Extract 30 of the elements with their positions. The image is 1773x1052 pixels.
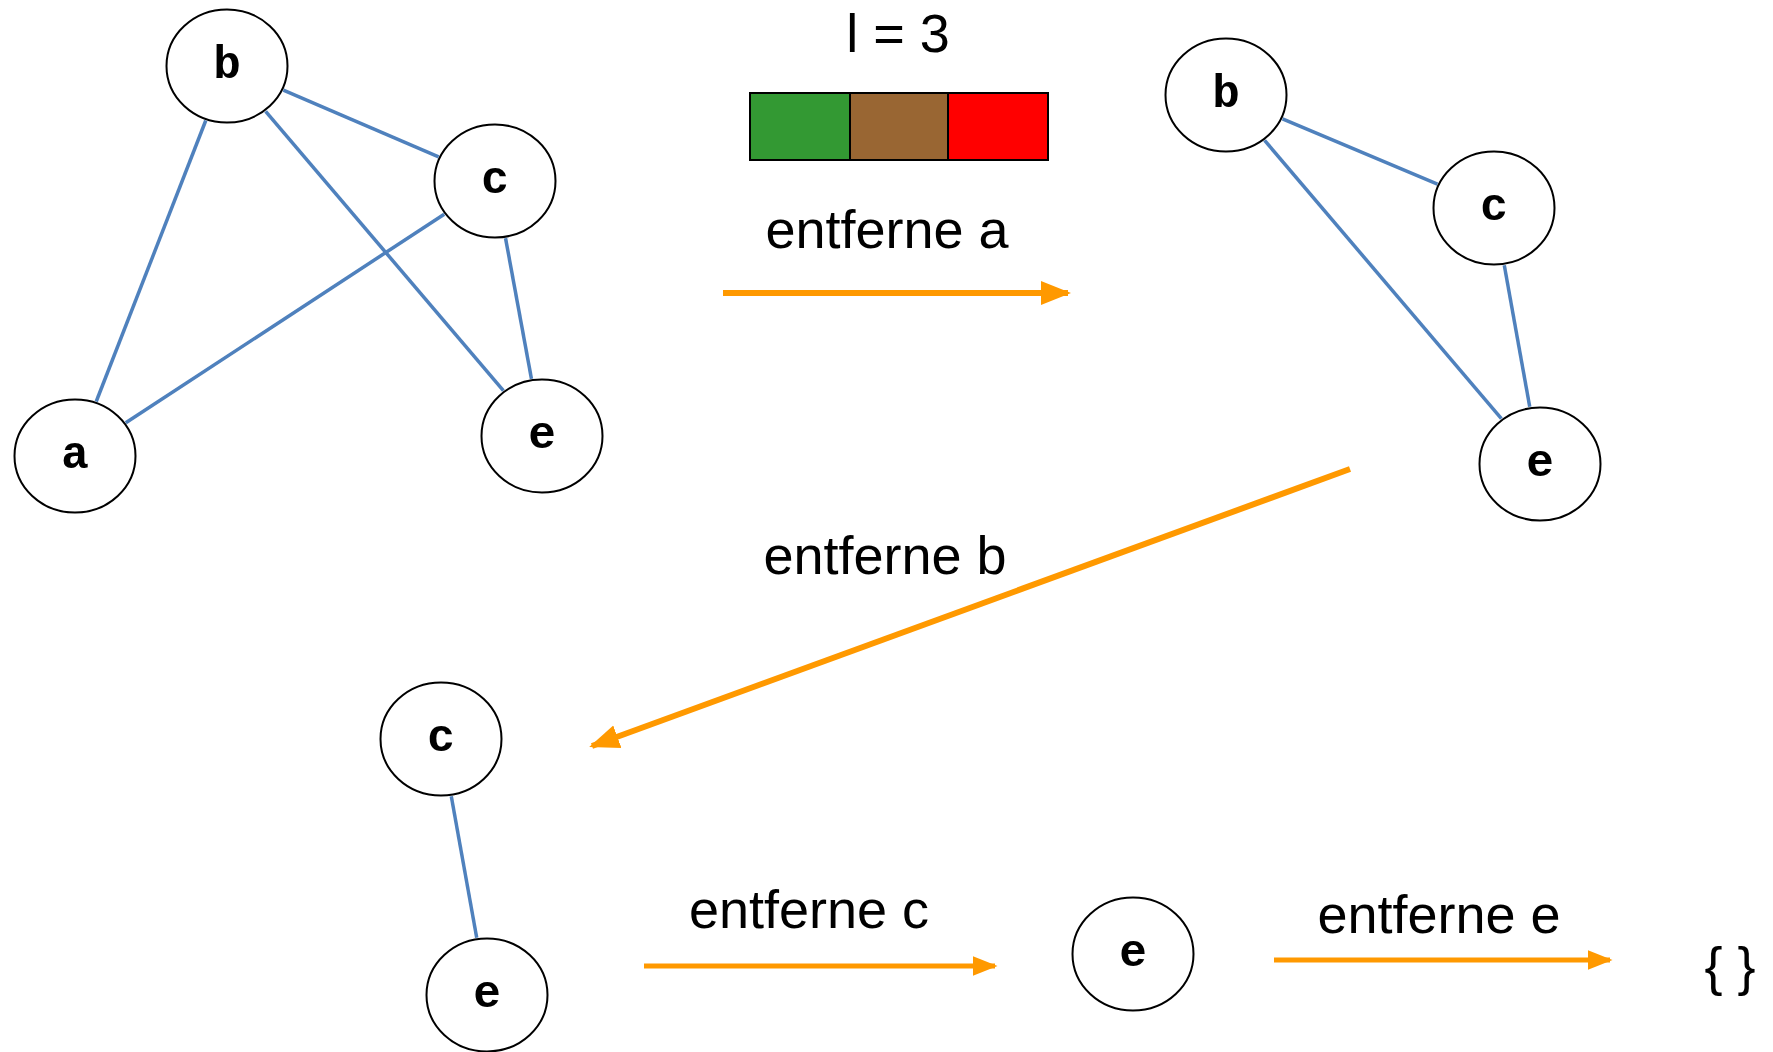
node-label: c: [427, 713, 455, 765]
connector-line: [124, 212, 446, 425]
connector-line: [1263, 139, 1503, 420]
node-circle: [1478, 406, 1602, 522]
node-circle: [13, 398, 137, 514]
node-circle: [379, 681, 503, 797]
connector-line: [282, 88, 440, 159]
connector-line: [449, 795, 479, 939]
node-label: e: [1119, 928, 1147, 980]
node-label: e: [473, 969, 501, 1021]
node-label: b: [213, 40, 241, 92]
arrow: [1274, 950, 1613, 970]
arrow: [644, 956, 998, 976]
node-label: a: [61, 430, 89, 482]
node-label: c: [1480, 182, 1508, 234]
node-circle: [1164, 37, 1288, 153]
connector-line: [1281, 117, 1439, 186]
node-circle: [480, 378, 604, 494]
node-circle: [1071, 896, 1195, 1012]
node-circle: [165, 8, 289, 124]
connector-line: [264, 110, 505, 392]
node-label: b: [1212, 69, 1240, 121]
node-label: e: [1526, 438, 1554, 490]
node-label: e: [528, 410, 556, 462]
node-label: c: [481, 155, 509, 207]
node-circle: [1432, 150, 1556, 266]
connector-line: [503, 237, 534, 380]
connector-line: [1502, 264, 1532, 408]
connector-line: [94, 119, 208, 403]
node-circle: [433, 123, 557, 239]
